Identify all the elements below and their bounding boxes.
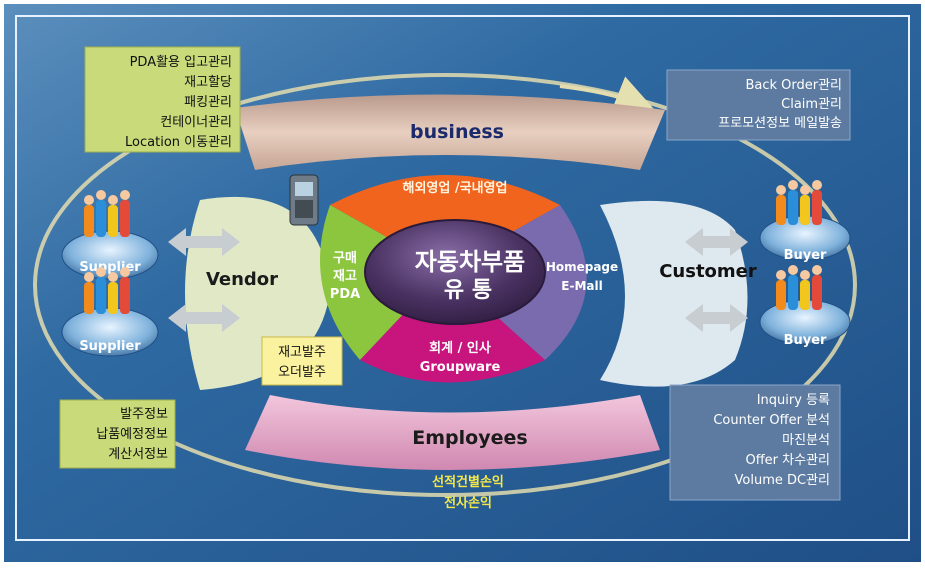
info-line: 계산서정보 bbox=[108, 447, 168, 462]
segment-homepage-line-2: E-Mall bbox=[561, 279, 602, 293]
pda-device-icon bbox=[289, 174, 319, 226]
people-group-icon bbox=[776, 180, 822, 225]
top-right-info-box: Back Order관리 Claim관리 프로모션정보 메일발송 bbox=[666, 69, 851, 141]
mid-left-info-box: 재고발주 오더발주 bbox=[261, 336, 343, 386]
info-line: 마진분석 bbox=[782, 433, 830, 448]
flow-ellipse bbox=[33, 73, 857, 497]
segment-sales-label: 해외영업 /국내영업 bbox=[403, 180, 508, 196]
segment-accounting-line-2: Groupware bbox=[420, 360, 501, 375]
info-line: PDA활용 입고관리 bbox=[130, 55, 232, 70]
info-line: Location 이동관리 bbox=[125, 135, 232, 150]
info-line: 컨테이너관리 bbox=[160, 115, 232, 130]
supplier-arrow-1 bbox=[168, 228, 240, 256]
inner-frame bbox=[15, 15, 910, 541]
vendor-label: Vendor bbox=[206, 269, 278, 290]
info-line: 납품예정정보 bbox=[96, 427, 168, 442]
info-line: Counter Offer 분석 bbox=[713, 413, 830, 428]
people-group-icon bbox=[776, 265, 822, 310]
center-title-line-1: 자동차부품 bbox=[415, 248, 525, 276]
flow-arrow bbox=[559, 76, 655, 114]
buyer-arrow-1 bbox=[685, 228, 748, 256]
employees-band bbox=[245, 395, 660, 470]
buyer-arrow-2 bbox=[685, 304, 748, 332]
top-left-info-box: PDA활용 입고관리 재고할당 패킹관리 컨테이너관리 Location 이동관… bbox=[84, 46, 241, 153]
center-title-line-2: 유 통 bbox=[444, 278, 492, 303]
info-line: 전사손익 bbox=[444, 495, 492, 511]
segment-purchase-line-1: 구매 bbox=[333, 251, 357, 266]
info-line: 재고발주 bbox=[278, 345, 326, 360]
info-line: 발주정보 bbox=[120, 407, 168, 422]
info-line: Claim관리 bbox=[781, 97, 842, 112]
segment-purchase-line-2: 재고 bbox=[333, 269, 357, 284]
business-label: business bbox=[410, 121, 504, 143]
supplier-label: Supplier bbox=[79, 339, 141, 354]
people-group-icon bbox=[84, 267, 130, 314]
segment-accounting-line-1: 회계 / 인사 bbox=[429, 340, 491, 356]
bottom-right-info-box: Inquiry 등록 Counter Offer 분석 마진분석 Offer 차… bbox=[669, 384, 841, 501]
segment-accounting bbox=[360, 270, 545, 383]
supplier-arrow-2 bbox=[168, 304, 240, 332]
supplier-node-2: Supplier bbox=[61, 267, 159, 357]
buyer-node-2: Buyer bbox=[759, 265, 851, 348]
segment-purchase-line-3: PDA bbox=[330, 287, 360, 302]
info-line: Inquiry 등록 bbox=[757, 393, 830, 408]
business-band bbox=[235, 94, 665, 170]
center-hub bbox=[364, 219, 546, 325]
info-line: 오더발주 bbox=[278, 365, 326, 380]
segment-homepage-line-1: Homepage bbox=[546, 260, 618, 274]
info-line: 패킹관리 bbox=[184, 95, 232, 110]
people-group-icon bbox=[84, 190, 130, 237]
supplier-node-1: Supplier bbox=[61, 190, 159, 280]
buyer-label: Buyer bbox=[784, 248, 827, 263]
buyer-label: Buyer bbox=[784, 333, 827, 348]
info-line: 프로모션정보 메일발송 bbox=[718, 116, 842, 131]
info-line: Volume DC관리 bbox=[735, 473, 831, 488]
bottom-center-info: 선적건별손익 전사손익 bbox=[432, 474, 504, 511]
customer-label: Customer bbox=[659, 261, 757, 282]
info-line: Offer 차수관리 bbox=[745, 453, 830, 468]
info-line: 선적건별손익 bbox=[432, 474, 504, 490]
buyer-node-1: Buyer bbox=[759, 180, 851, 263]
info-line: 재고할당 bbox=[184, 75, 232, 90]
employees-label: Employees bbox=[412, 427, 527, 449]
info-line: Back Order관리 bbox=[745, 78, 842, 93]
bottom-left-info-box: 발주정보 납품예정정보 계산서정보 bbox=[59, 399, 176, 469]
